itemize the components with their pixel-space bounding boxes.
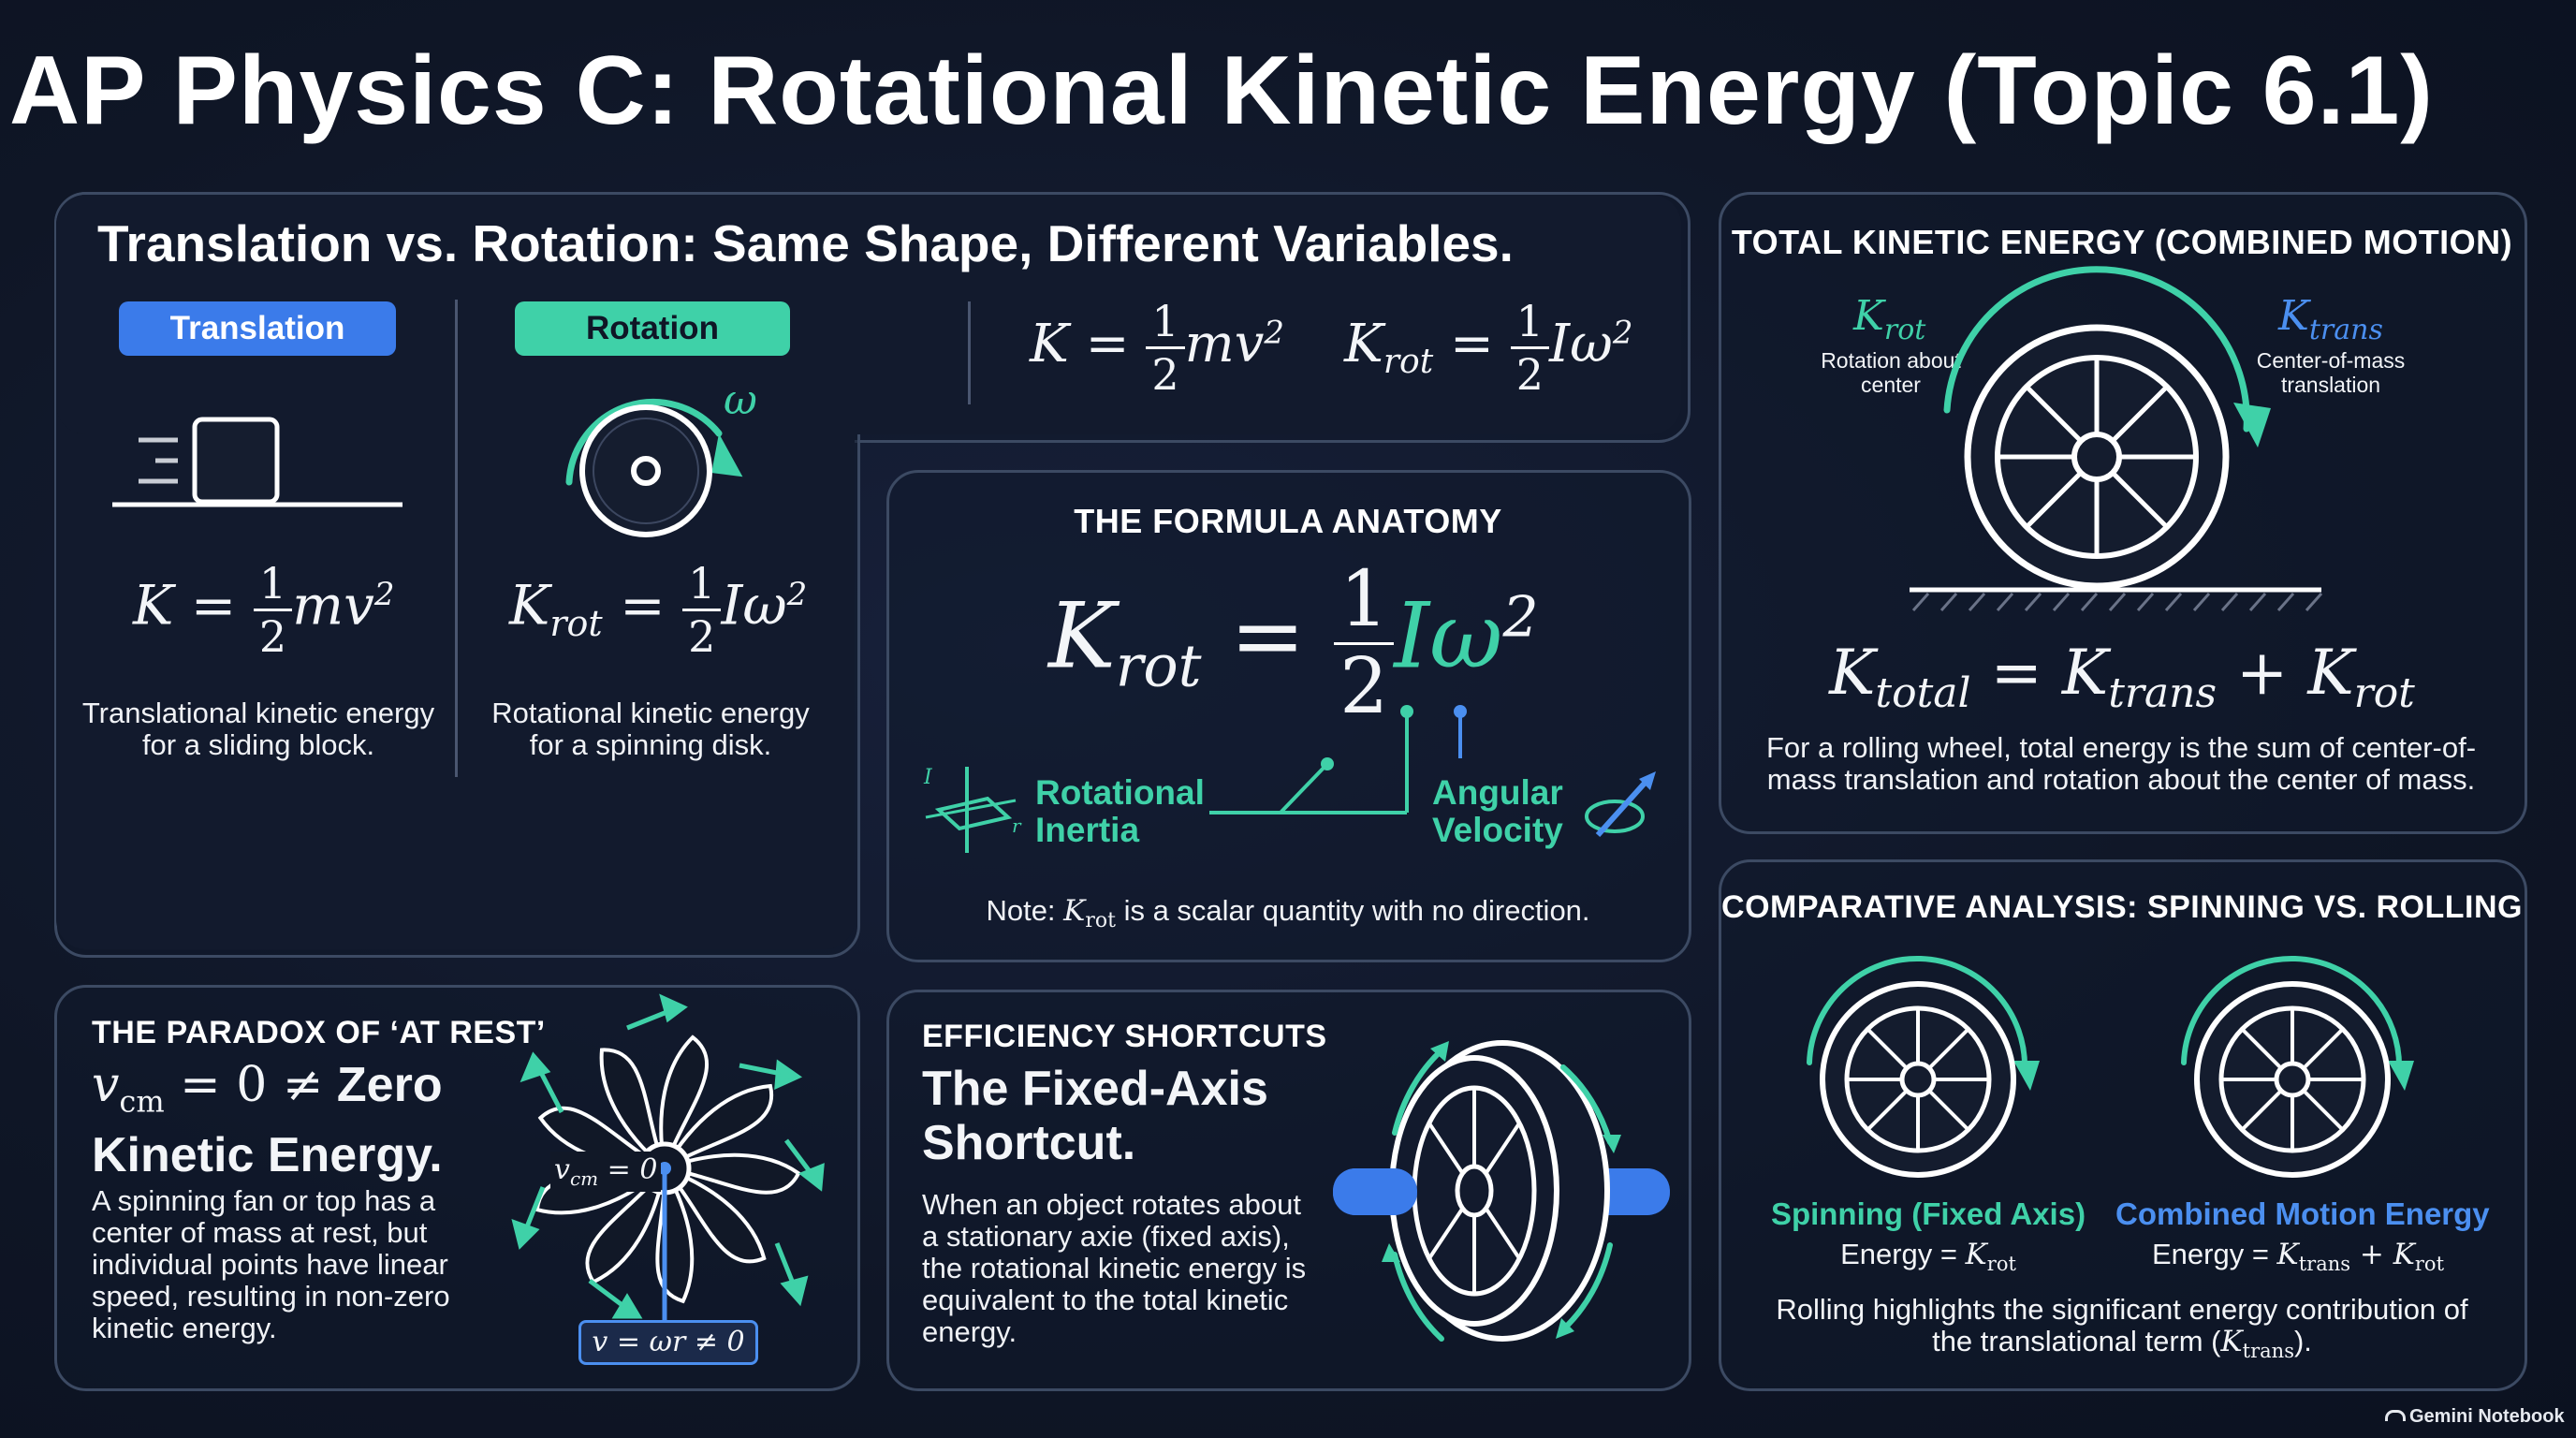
- translation-heading: Translation vs. Rotation: Same Shape, Di…: [97, 214, 1514, 272]
- gemini-logo-icon: [2385, 1410, 2406, 1421]
- fixed-axle-wheel-icon: [1333, 1040, 1670, 1342]
- total-ke-caption: For a rolling wheel, total energy is the…: [1765, 731, 2477, 796]
- watermark: Gemini Notebook: [2385, 1406, 2565, 1428]
- omega-label: ω: [724, 376, 757, 424]
- total-ke-heading: TOTAL KINETIC ENERGY (COMBINED MOTION): [1731, 223, 2513, 261]
- rolling-wheel-icon: [1910, 266, 2323, 611]
- svg-text:I: I: [923, 766, 933, 789]
- combined-label: Combined Motion Energy: [2115, 1196, 2490, 1231]
- spinning-disk-icon: [565, 398, 743, 537]
- inertia-label-1: Rotational: [1035, 773, 1205, 812]
- vcm-annotation: vcm = 0: [550, 1152, 662, 1192]
- scalar-note: Note: Krot is a scalar quantity with no …: [986, 894, 1590, 933]
- combined-energy: Energy = Ktrans + Krot: [2151, 1238, 2445, 1276]
- formula-pointer-lines: [1209, 705, 1467, 814]
- page-title: AP Physics C: Rotational Kinetic Energy …: [9, 37, 2434, 145]
- spinning-wheel-icon: [1807, 955, 2040, 1178]
- column-divider: [455, 300, 458, 777]
- paradox-body: A spinning fan or top has a center of ma…: [92, 1184, 450, 1344]
- spinning-energy: Energy = Krot: [1840, 1238, 2016, 1276]
- comparative-heading: COMPARATIVE ANALYSIS: SPINNING VS. ROLLI…: [1721, 889, 2523, 925]
- formula-divider: [968, 301, 971, 404]
- inertia-label-2: Inertia: [1035, 811, 1140, 849]
- shortcut-heading: EFFICIENCY SHORTCUTS: [922, 1019, 1327, 1054]
- rolling-combined-wheel-icon: [2181, 955, 2414, 1178]
- total-ke-formula: Ktotal = Ktrans + Krot: [1829, 637, 2415, 718]
- paradox-headline: vcm = 0 ≠ Zero Kinetic Energy.: [92, 1057, 443, 1183]
- angular-velocity-icon: [1585, 771, 1656, 838]
- formula-anatomy-panel: [886, 470, 1691, 962]
- tangential-speed-box: v = ωr ≠ 0: [578, 1320, 758, 1365]
- velocity-label-1: Angular: [1432, 773, 1563, 812]
- ktrans-label: Ktrans: [2278, 292, 2383, 346]
- krot-label: Krot: [1853, 292, 1926, 346]
- translation-label: Translation: [119, 301, 396, 356]
- formula-anatomy-heading: THE FORMULA ANATOMY: [1074, 502, 1502, 540]
- shortcut-body: When an object rotates about a stationar…: [922, 1188, 1307, 1348]
- rotation-caption: Rotational kinetic energy for a spinning…: [491, 697, 810, 761]
- comparative-caption: Rolling highlights the significant energ…: [1776, 1293, 2468, 1363]
- svg-text:r: r: [1012, 814, 1022, 837]
- velocity-label-2: Velocity: [1432, 811, 1563, 849]
- paradox-heading: THE PARADOX OF ‘AT REST’: [92, 1015, 546, 1050]
- spinning-label: Spinning (Fixed Axis): [1770, 1196, 2086, 1231]
- rotation-label: Rotation: [515, 301, 790, 356]
- sliding-block-icon: [112, 417, 402, 507]
- inertia-axis-icon: I r: [923, 766, 1022, 853]
- translation-caption: Translational kinetic energy for a slidi…: [81, 697, 435, 761]
